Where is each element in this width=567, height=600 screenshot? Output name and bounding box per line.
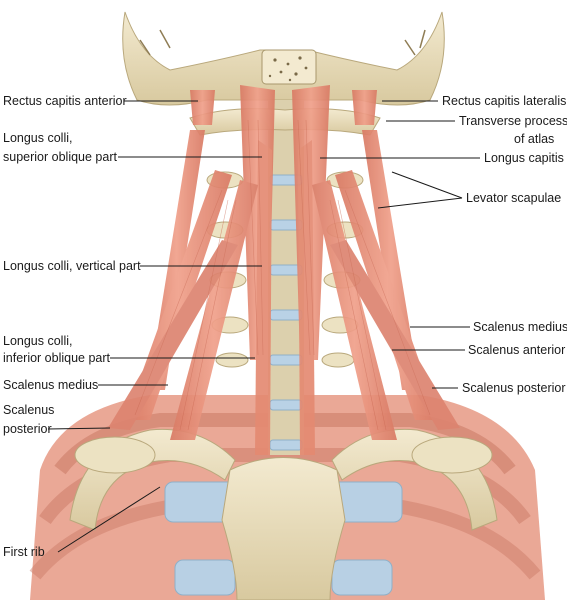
longus-colli-right xyxy=(298,140,315,455)
label-scalenus-anterior: Scalenus anterior xyxy=(468,343,565,357)
label-rectus-capitis-anterior: Rectus capitis anterior xyxy=(3,94,127,108)
label-scalenus-posterior-right: Scalenus posterior xyxy=(462,381,566,395)
label-longus-colli-vertical: Longus colli, vertical part xyxy=(3,259,141,273)
label-scalenus-medius-right: Scalenus medius xyxy=(473,320,567,334)
label-longus-colli-superior-line1: Longus colli, xyxy=(3,131,73,145)
label-transverse-process-line1: Transverse process xyxy=(459,114,567,128)
label-first-rib: First rib xyxy=(3,545,45,559)
labels: Rectus capitis anterior Longus colli, su… xyxy=(3,94,567,559)
label-longus-colli-inferior-line1: Longus colli, xyxy=(3,334,73,348)
label-scalenus-posterior-left-line2: posterior xyxy=(3,422,52,436)
label-levator-scapulae: Levator scapulae xyxy=(466,191,561,205)
label-longus-colli-superior-line2: superior oblique part xyxy=(3,150,117,164)
label-scalenus-medius-left: Scalenus medius xyxy=(3,378,98,392)
label-longus-capitis: Longus capitis xyxy=(484,151,564,165)
label-longus-colli-inferior-line2: inferior oblique part xyxy=(3,351,111,365)
skull-base xyxy=(122,11,445,106)
leader-lines xyxy=(47,100,480,553)
label-transverse-process-line2: of atlas xyxy=(514,132,554,146)
scalenus-posterior-left xyxy=(108,240,238,430)
rib-cage xyxy=(29,395,545,600)
manubrium xyxy=(221,457,346,600)
longus-colli-left xyxy=(255,140,272,455)
label-rectus-capitis-lateralis: Rectus capitis lateralis xyxy=(442,94,566,108)
scalenus-posterior-right xyxy=(330,240,460,430)
basiocciput xyxy=(261,49,317,85)
label-scalenus-posterior-left-line1: Scalenus xyxy=(3,403,54,417)
